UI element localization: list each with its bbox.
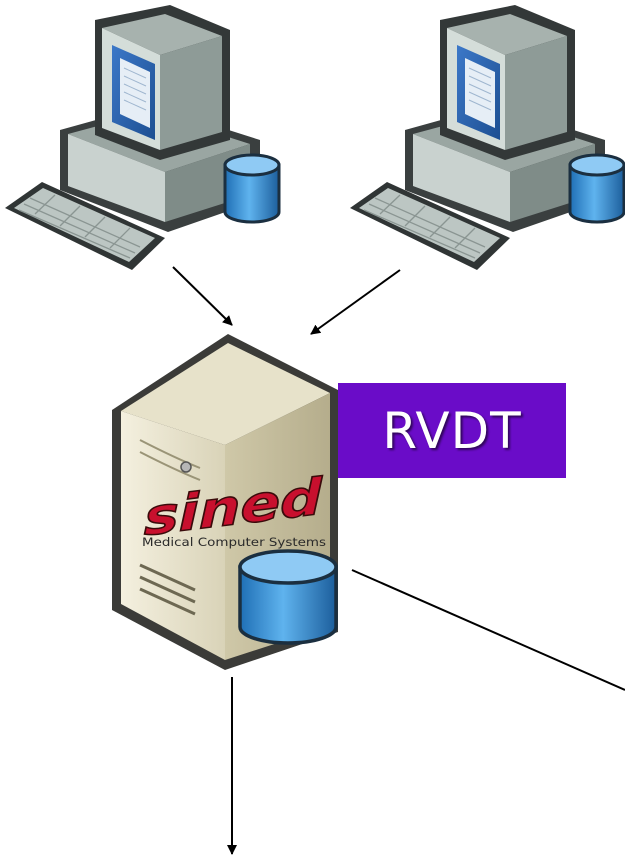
workstation-icon [5, 5, 281, 270]
database-icon [568, 153, 625, 224]
server-icon: sined Medical Computer Systems [112, 334, 338, 670]
arrow-workstation1-to-server [172, 266, 233, 326]
database-icon [238, 549, 338, 645]
logo-tagline: Medical Computer Systems [142, 535, 326, 549]
arrow-workstation2-to-server [310, 269, 401, 335]
database-icon [223, 153, 281, 224]
workstation-icon [350, 5, 625, 270]
connection-line-right [351, 569, 625, 691]
rvdt-label: RVDT [382, 401, 522, 460]
rvdt-label-box: RVDT [338, 383, 566, 478]
